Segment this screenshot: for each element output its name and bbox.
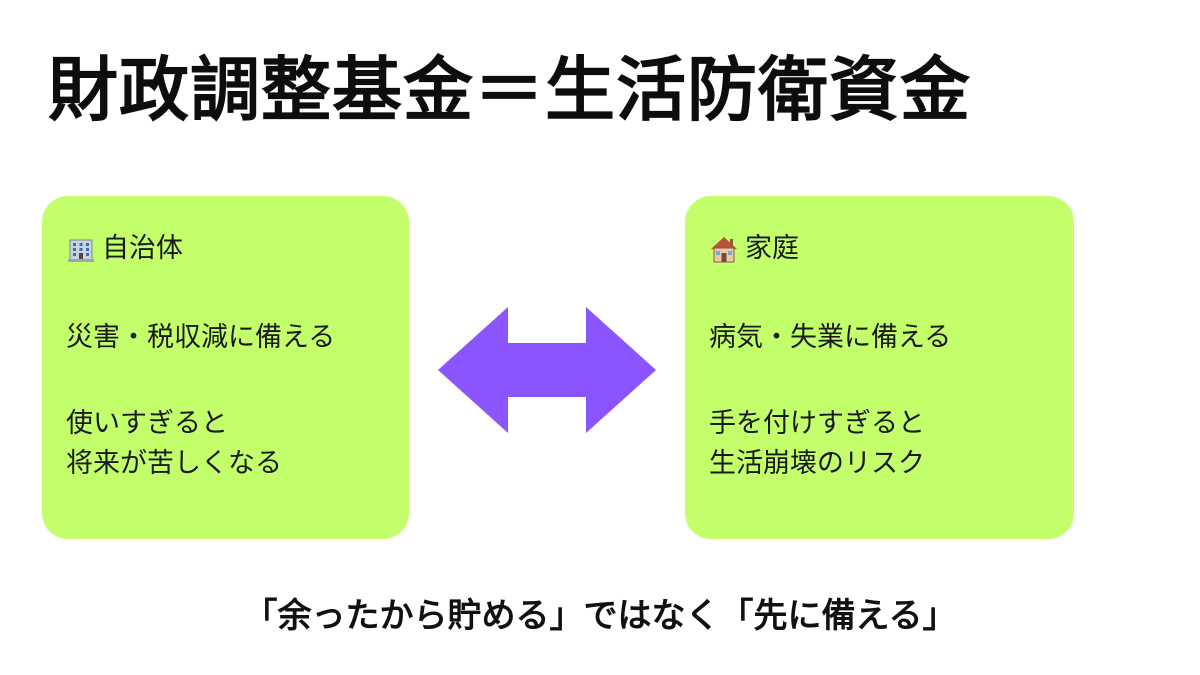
footer-tagline: 「余ったから貯める」ではなく「先に備える」 bbox=[243, 596, 957, 636]
municipality-warning-line2: 将来が苦しくなる bbox=[66, 448, 282, 479]
household-purpose: 病気・失業に備える bbox=[709, 322, 952, 353]
household-warning-line1: 手を付けすぎると bbox=[709, 408, 925, 439]
household-heading: 家庭 bbox=[745, 233, 799, 264]
household-card: 家庭 病気・失業に備える 手を付けすぎると 生活崩壊のリスク bbox=[685, 196, 1074, 539]
municipality-purpose: 災害・税収減に備える bbox=[66, 322, 336, 353]
page-title: 財政調整基金＝生活防衛資金 bbox=[48, 49, 971, 131]
municipality-heading-row: 自治体 bbox=[66, 230, 385, 268]
household-warning-line2: 生活崩壊のリスク bbox=[709, 448, 925, 479]
municipality-warning-line1: 使いすぎると bbox=[66, 408, 228, 439]
household-heading-row: 家庭 bbox=[709, 230, 1050, 268]
double-arrow-icon bbox=[438, 307, 656, 433]
municipality-card: 自治体 災害・税収減に備える 使いすぎると 将来が苦しくなる bbox=[42, 196, 409, 539]
municipality-heading: 自治体 bbox=[102, 233, 183, 264]
house-icon bbox=[711, 237, 737, 263]
office-building-icon bbox=[68, 239, 94, 262]
